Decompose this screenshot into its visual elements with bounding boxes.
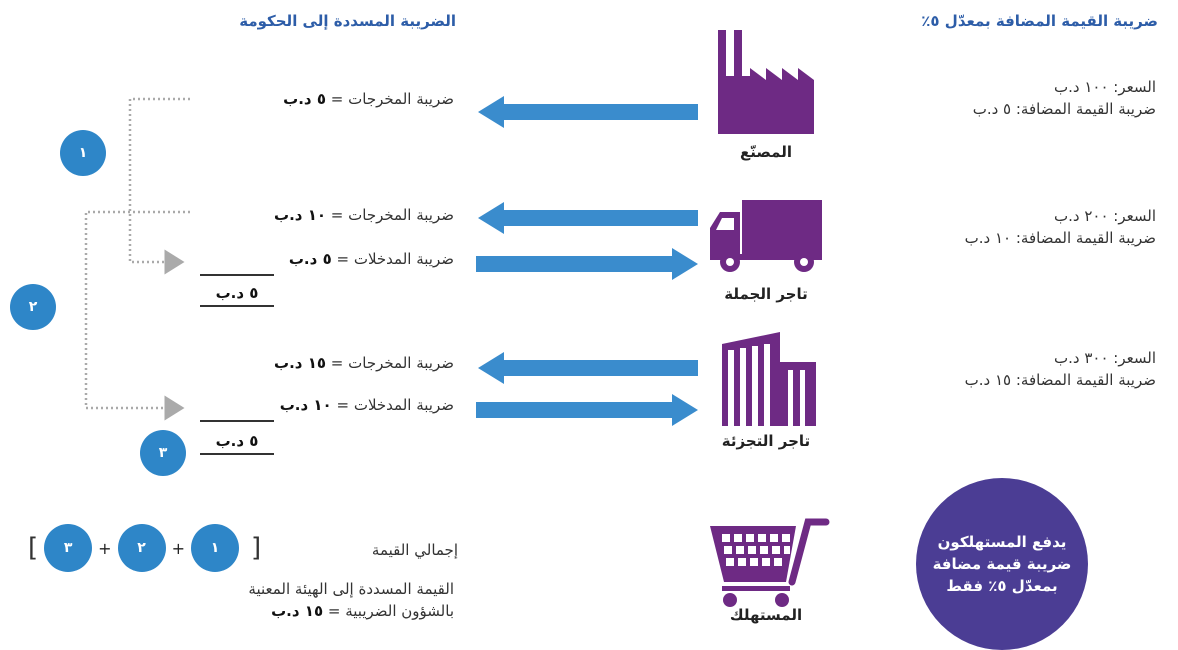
plus-sign: + [98,538,112,558]
consumer-note-line3: بمعدّل ٥٪ فقط [946,577,1058,595]
footer-total: القيمة المسددة إلى الهيئة المعنية بالشؤو… [248,578,454,622]
tax-paid-header: الضريبة المسددة إلى الحكومة [239,12,456,30]
consumer-note: يدفع المستهلكون ضريبة قيمة مضافة بمعدّل … [916,478,1088,650]
wholesaler-price: السعر: ٢٠٠ د.ب [1054,207,1156,225]
wholesaler-net-tax: ٥ د.ب [200,284,274,307]
shopping-cart-icon [710,518,830,607]
flow-arrows [84,96,698,426]
wholesaler-input-tax: ضريبة المدخلات = ٥ د.ب [289,250,454,268]
factory-vat: ضريبة القيمة المضافة: ٥ د.ب [972,100,1156,118]
footer-line2-value: ١٥ د.ب [271,602,324,620]
bracket-open: [ [28,533,39,563]
sum-line-top [200,420,274,422]
retailer-output-tax: ضريبة المخرجات = ١٥ د.ب [274,354,454,372]
input-tax-value: ١٠ د.ب [279,396,332,414]
output-tax-value: ١٥ د.ب [274,354,327,372]
vat-rate-header: ضريبة القيمة المضافة بمعدّل ٥٪ [921,12,1158,30]
output-arrow-wholesaler [478,202,698,234]
input-arrow-retailer [476,394,698,426]
output-tax-label: ضريبة المخرجات = [330,354,454,372]
sum-line-top [200,274,274,276]
total-marker-three: ٣ [44,524,93,572]
output-tax-label: ضريبة المخرجات = [330,90,454,108]
retailer-input-tax: ضريبة المدخلات = ١٠ د.ب [280,396,454,414]
total-marker-one: ١ [190,524,239,572]
retailer-price-info: السعر: ٣٠٠ د.ب ضريبة القيمة المضافة: ١٥ … [965,347,1156,391]
total-formula: [ ٣ + ٢ + ١ ] [28,524,261,572]
footer-line1: القيمة المسددة إلى الهيئة المعنية [248,580,454,598]
bracket-close: ] [250,533,262,563]
factory-icon [718,30,814,134]
output-tax-value: ١٠ د.ب [274,206,327,224]
consumer-note-line1: يدفع المستهلكون [937,533,1067,551]
wholesaler-price-info: السعر: ٢٠٠ د.ب ضريبة القيمة المضافة: ١٠ … [965,205,1156,249]
marker-two: ٢ [10,284,56,330]
wholesaler-vat: ضريبة القيمة المضافة: ١٠ د.ب [964,229,1156,247]
input-tax-value: ٥ د.ب [288,250,332,268]
marker-three: ٣ [140,430,186,476]
consumer-note-line2: ضريبة قيمة مضافة [932,555,1072,573]
marker-one: ١ [60,130,106,176]
retailer-net-tax: ٥ د.ب [200,432,274,455]
total-label: إجمالي القيمة [371,541,458,559]
input-tax-label: ضريبة المدخلات = [336,250,455,268]
output-arrow-retailer [478,352,698,384]
input-arrow-wholesaler [476,248,698,280]
connector-two [84,210,190,421]
wholesaler-label: تاجر الجملة [724,285,808,303]
connector-one [128,97,190,275]
output-tax-value: ٥ د.ب [283,90,327,108]
consumer-label: المستهلك [729,606,803,624]
footer-line2-label: بالشؤون الضريبية = [327,602,454,620]
building-icon [722,332,816,426]
truck-icon [710,200,822,272]
factory-price: السعر: ١٠٠ د.ب [1054,78,1156,96]
wholesaler-output-tax: ضريبة المخرجات = ١٠ د.ب [274,206,454,224]
input-tax-label: ضريبة المدخلات = [336,396,455,414]
output-tax-label: ضريبة المخرجات = [330,206,454,224]
factory-label: المصنّع [740,143,792,161]
factory-price-info: السعر: ١٠٠ د.ب ضريبة القيمة المضافة: ٥ د… [973,76,1156,120]
output-arrow-factory [478,96,698,128]
plus-sign: + [171,538,185,558]
retailer-label: تاجر التجزئة [721,432,811,450]
retailer-vat: ضريبة القيمة المضافة: ١٥ د.ب [964,371,1156,389]
retailer-price: السعر: ٣٠٠ د.ب [1054,349,1156,367]
factory-output-tax: ضريبة المخرجات = ٥ د.ب [283,90,454,108]
total-marker-two: ٢ [117,524,166,572]
